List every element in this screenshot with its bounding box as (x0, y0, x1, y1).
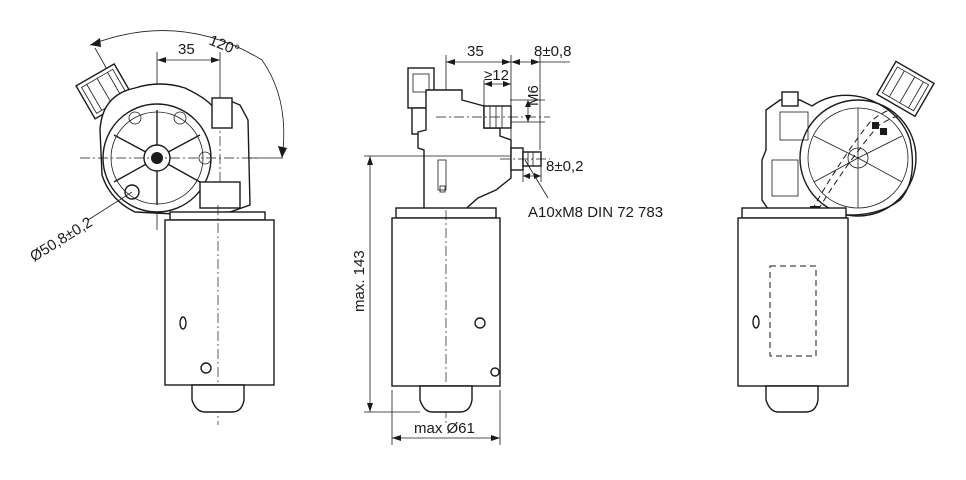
diameter-label: Ø50,8±0,2 (27, 214, 95, 265)
top-right-dim-label: 8±0,8 (534, 43, 571, 60)
angle-label: 120° (207, 32, 242, 59)
mid-width-label: 35 (467, 43, 484, 60)
left-width-label: 35 (178, 41, 195, 58)
thread-label: M6 (525, 85, 542, 106)
min-length-label: ≥12 (484, 67, 509, 84)
side-view (364, 55, 570, 445)
max-height-label: max. 143 (351, 250, 368, 312)
max-diameter-label: max Ø61 (414, 420, 475, 437)
front-view (75, 30, 287, 425)
rear-view (737, 60, 936, 413)
shaft-spec-label: A10xM8 DIN 72 783 (528, 204, 663, 221)
shaft-length-label: 8±0,2 (546, 158, 583, 175)
